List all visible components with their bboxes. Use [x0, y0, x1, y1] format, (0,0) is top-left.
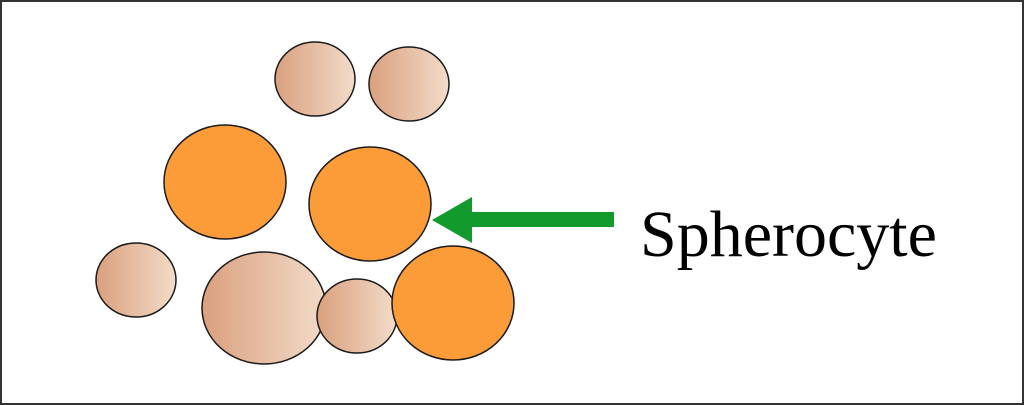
spherocyte-cell: [163, 124, 287, 240]
normal-red-blood-cell: [316, 278, 398, 354]
normal-red-blood-cell: [368, 46, 450, 122]
pointer-arrow: [432, 197, 614, 243]
spherocyte-cell: [308, 146, 432, 262]
spherocyte-label: Spherocyte: [640, 198, 937, 271]
normal-red-blood-cell: [201, 251, 327, 365]
spherocyte-cell: [391, 245, 515, 361]
normal-red-blood-cell: [274, 41, 356, 117]
normal-red-blood-cell: [95, 242, 177, 318]
